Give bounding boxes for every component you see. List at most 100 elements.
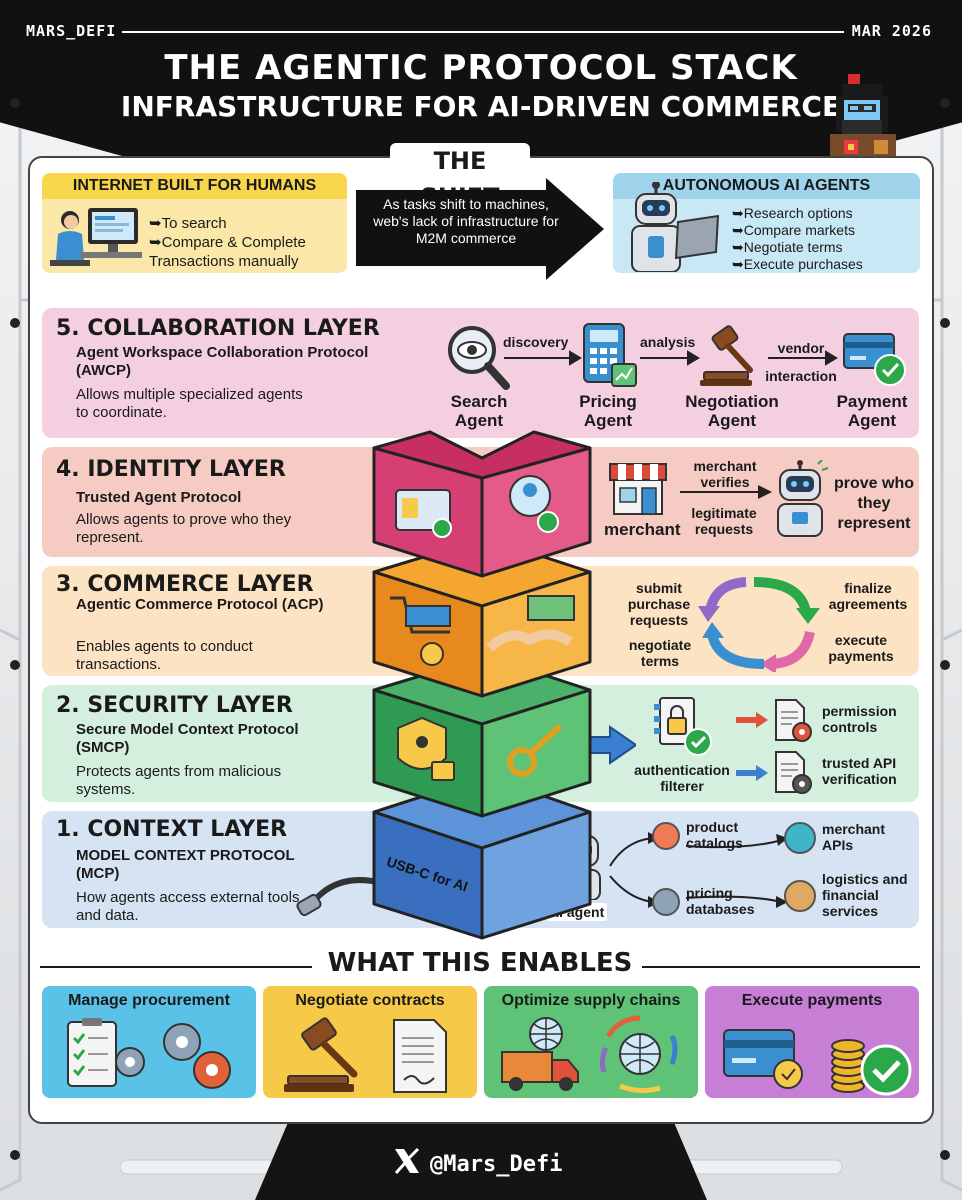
layer-protocol: MODEL CONTEXT PROTOCOL (MCP) [76, 847, 295, 882]
layer-protocol: Trusted Agent Protocol [76, 489, 242, 506]
layer-description: Allows multiple specialized agents to co… [76, 386, 303, 421]
screw [10, 318, 20, 328]
agents-bullet: ➥Execute purchases [732, 256, 863, 272]
screw [940, 318, 950, 328]
identity-flow-right: prove who they represent [834, 475, 915, 532]
shift-heading: THE SHIFT [390, 143, 530, 211]
clipboard-gears-icon [67, 1018, 231, 1089]
protocol-cube-stack: USB-C for AI [372, 430, 592, 940]
humans-box: INTERNET BUILT FOR HUMANS [42, 173, 347, 273]
robot-laptop-icon [631, 182, 720, 272]
card-label: Manage procurement [68, 992, 230, 1009]
flow-arrows [504, 350, 838, 366]
layer-description: Enables agents to conduct transactions. [76, 638, 253, 673]
screw [10, 98, 20, 108]
screw [10, 660, 20, 670]
enables-divider [642, 966, 920, 968]
card-label: Negotiate contracts [295, 992, 445, 1009]
cycle-step-label: finalize agreements [828, 580, 908, 612]
context-target-label: logistics and financial services [822, 871, 908, 919]
layer-title: 4. IDENTITY LAYER [56, 457, 286, 482]
identity-flow-top: merchant verifies [693, 458, 757, 490]
cycle-step-label: negotiate terms [628, 637, 692, 669]
layer-description: Protects agents from malicious systems. [76, 763, 282, 798]
security-output-label: trusted API verification [822, 755, 897, 787]
cycle-step-label: execute payments [828, 632, 894, 664]
auth-filter-label: authentication filterer [634, 762, 730, 794]
layer-description: How agents access external tools and dat… [76, 889, 300, 924]
enables-divider [40, 966, 312, 968]
filter-lock-icon [654, 697, 712, 756]
agents-bullet: ➥Research options [732, 205, 853, 221]
footer-bar [255, 1115, 707, 1200]
flow-edge-label: analysis [640, 334, 696, 350]
author-label: MARS_DEFI [26, 22, 117, 40]
agent-label: Search Agent [450, 392, 508, 430]
flow-edge-label: discovery [503, 334, 569, 350]
red-arrow [736, 712, 768, 728]
header-bar [0, 0, 962, 170]
gavel-contract-icon [284, 1017, 447, 1093]
date-label: MAR 2026 [851, 22, 932, 40]
gavel-icon [700, 325, 753, 386]
humans-title: INTERNET BUILT FOR HUMANS [42, 173, 347, 199]
context-target-label: product catalogs [686, 819, 743, 851]
x-handle: @Mars_Defi [430, 1152, 563, 1177]
layer-protocol: Secure Model Context Protocol (SMCP) [76, 721, 299, 756]
cycle-step-label: submit purchase requests [627, 580, 691, 628]
merchant-label: merchant [604, 520, 681, 539]
identity-arrow [680, 485, 772, 499]
person-computer-icon [50, 208, 142, 266]
storefront-icon [609, 463, 667, 515]
card-coins-check-icon [723, 1029, 912, 1096]
agent-label: Pricing Agent [579, 392, 637, 430]
screw [940, 98, 950, 108]
layer-title: 3. COMMERCE LAYER [56, 572, 314, 597]
screw [940, 1150, 950, 1160]
screw [10, 1150, 20, 1160]
layer-protocol: Agentic Commerce Protocol (ACP) [76, 596, 324, 613]
logistics-dot [784, 880, 816, 912]
layer-description: Allows agents to prove who they represen… [76, 511, 292, 546]
payment-card-check-icon [843, 333, 906, 386]
cycle-arrows-icon [698, 577, 820, 672]
pixel-avatar-icon [830, 74, 896, 160]
layer-title: 1. CONTEXT LAYER [56, 817, 288, 842]
page-subtitle: INFRASTRUCTURE FOR AI-DRIVEN COMMERCE [120, 90, 842, 123]
agents-bullet: ➥Negotiate terms [732, 239, 843, 255]
agents-title: AUTONOMOUS AI AGENTS [613, 173, 920, 199]
document-gear-icon [775, 751, 812, 794]
calculator-chart-icon [583, 323, 637, 387]
pricing-dot [652, 888, 680, 916]
x-logo-icon [394, 1147, 420, 1175]
humans-bullet: ➥Compare & Complete [149, 234, 306, 251]
shift-description: As tasks shift to machines, web's lack o… [373, 196, 559, 246]
identity-flow-bottom: legitimate requests [691, 505, 757, 537]
layer-title: 2. SECURITY LAYER [56, 693, 293, 718]
card-label: Optimize supply chains [501, 992, 681, 1009]
document-gear-icon [775, 699, 812, 742]
layer-title: 5. COLLABORATION LAYER [56, 316, 380, 341]
truck-globe-icon [501, 1015, 678, 1094]
agent-label: Payment Agent [836, 392, 908, 430]
humans-bullet: ➥To search [149, 215, 227, 232]
robot-icon [777, 460, 829, 537]
context-target-label: merchant APIs [822, 821, 886, 853]
product-dot [652, 822, 680, 850]
flow-edge-label: vendor interaction [765, 340, 837, 384]
magnifier-eye-icon [448, 326, 510, 390]
card-label: Execute payments [741, 992, 883, 1009]
page-title: THE AGENTIC PROTOCOL STACK [164, 48, 798, 88]
blue-small-arrow [736, 765, 768, 781]
header-divider [122, 31, 844, 33]
screw [940, 660, 950, 670]
enables-title: WHAT THIS ENABLES [327, 948, 633, 978]
humans-bullet: Transactions manually [149, 253, 299, 270]
layer-protocol: Agent Workspace Collaboration Protocol (… [76, 344, 369, 379]
context-target-label: pricing databases [686, 885, 755, 917]
agent-label: Negotiation Agent [685, 392, 779, 430]
agents-bullet: ➥Compare markets [732, 222, 855, 238]
security-output-label: permission controls [822, 703, 897, 735]
merchant-dot [784, 822, 816, 854]
shift-arrow [356, 178, 604, 280]
